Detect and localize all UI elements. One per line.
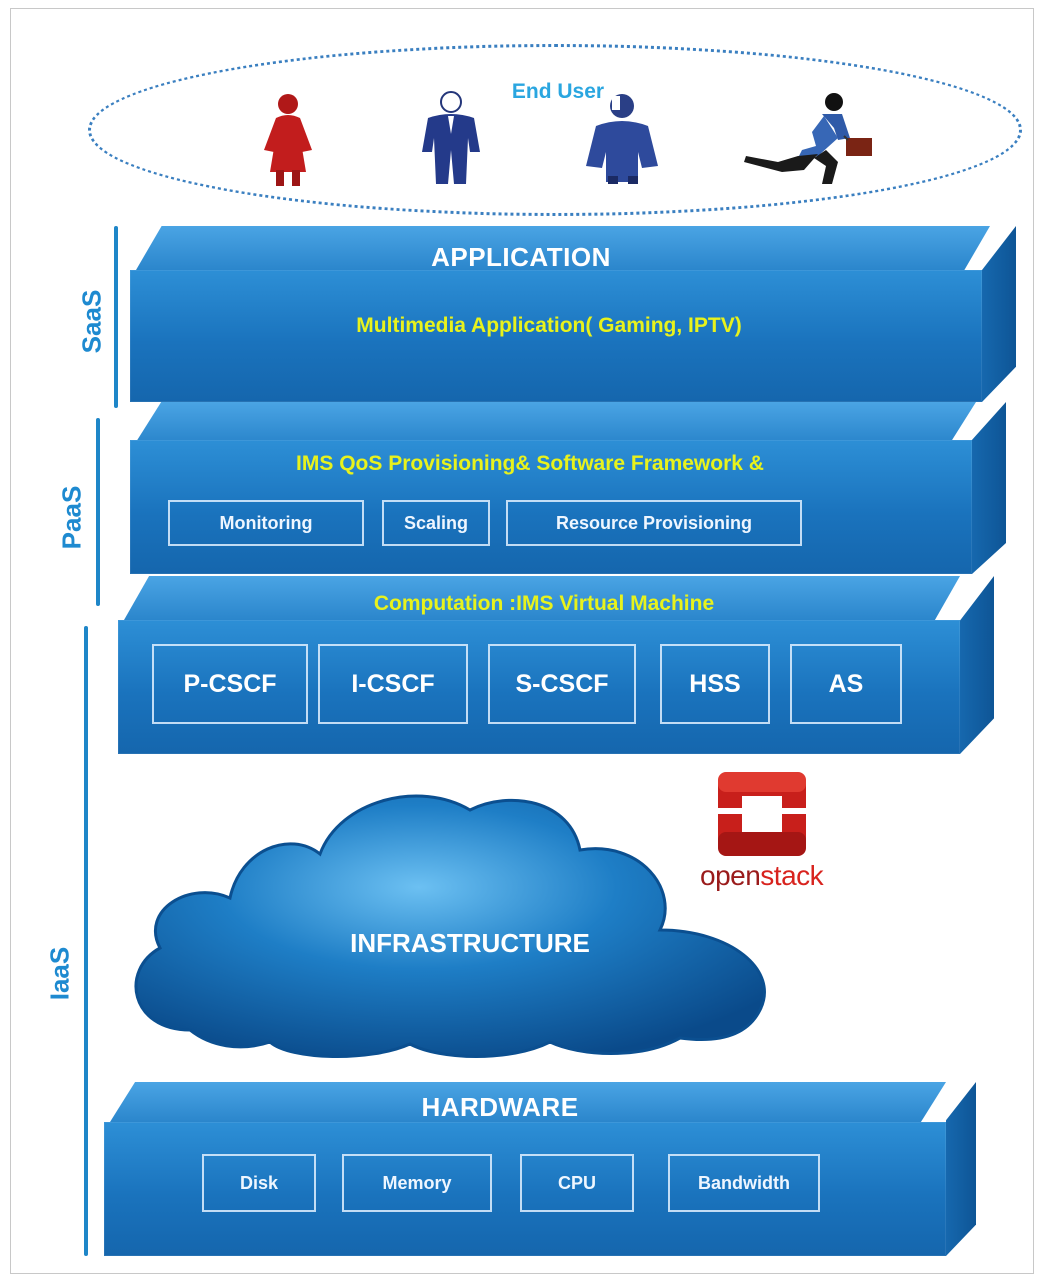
computation-layer: Computation :IMS Virtual Machine P-CSCF … [114, 576, 996, 758]
paas-layer: IMS QoS Provisioning& Software Framework… [126, 402, 1010, 578]
cpu-box: CPU [520, 1154, 634, 1212]
scaling-box: Scaling [382, 500, 490, 546]
application-layer-top [136, 226, 990, 270]
application-title: APPLICATION [431, 242, 611, 272]
businessman-user-icon [422, 91, 480, 184]
paas-bracket-line [96, 418, 100, 606]
as-box: AS [790, 644, 902, 724]
end-user-label: End User [511, 80, 605, 103]
application-layer: APPLICATION Multimedia Application( Gami… [126, 226, 1020, 406]
paas-layer-side [972, 402, 1006, 574]
application-layer-side [982, 226, 1016, 402]
paas-layer-top [136, 402, 976, 442]
hss-box: HSS [660, 644, 770, 724]
openstack-logo-icon [718, 772, 806, 856]
s-cscf-box: S-CSCF [488, 644, 636, 724]
hardware-layer: HARDWARE Disk Memory CPU Bandwidth [100, 1082, 980, 1260]
bandwidth-box: Bandwidth [668, 1154, 820, 1212]
hardware-title: HARDWARE [421, 1092, 579, 1122]
end-user-ellipse [88, 44, 1022, 216]
woman-user-icon [264, 94, 312, 186]
running-user-icon [744, 93, 872, 184]
hardware-layer-side [946, 1082, 976, 1256]
infrastructure-label: INFRASTRUCTURE [350, 928, 590, 958]
paas-title: IMS QoS Provisioning& Software Framework… [296, 452, 764, 475]
openstack-word-open: open [700, 860, 761, 891]
iaas-bracket-line [84, 626, 88, 1256]
computation-layer-top [124, 576, 960, 620]
memory-box: Memory [342, 1154, 492, 1212]
hardware-layer-top [110, 1082, 946, 1122]
saas-bracket-line [114, 226, 118, 408]
paas-layer-front [130, 440, 972, 574]
application-layer-front [130, 270, 982, 402]
i-cscf-box: I-CSCF [318, 644, 468, 724]
figure-frame [10, 8, 1034, 1274]
monitoring-box: Monitoring [168, 500, 364, 546]
caller-user-icon [586, 94, 658, 184]
hardware-layer-front [104, 1122, 946, 1256]
openstack-wordmark: openstack [700, 860, 824, 892]
p-cscf-box: P-CSCF [152, 644, 308, 724]
iaas-label: IaaS [44, 946, 75, 1001]
openstack-word-stack: stack [760, 860, 824, 891]
computation-title: Computation :IMS Virtual Machine [373, 592, 715, 615]
resource-provisioning-box: Resource Provisioning [506, 500, 802, 546]
saas-label: SaaS [76, 289, 107, 354]
infrastructure-cloud-icon [134, 794, 766, 1059]
computation-layer-front [118, 620, 960, 754]
application-subtitle: Multimedia Application( Gaming, IPTV) [356, 314, 742, 337]
disk-box: Disk [202, 1154, 316, 1212]
paas-label: PaaS [56, 485, 87, 550]
